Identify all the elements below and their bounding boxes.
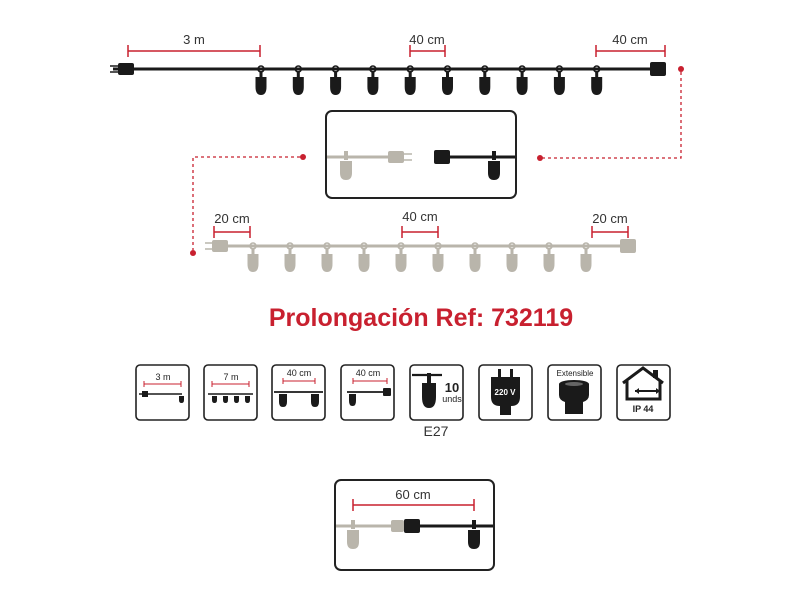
extension-bulbs <box>247 242 592 272</box>
top-plug-left-icon <box>110 63 134 75</box>
extension-bulb-icon <box>395 242 407 272</box>
top-spacing-label: 40 cm <box>409 32 444 47</box>
bottom-detail-label: 60 cm <box>395 487 430 502</box>
connection-detail <box>325 110 517 199</box>
top-bulb-icon <box>553 65 565 95</box>
top-bulb-icon <box>442 65 453 95</box>
extensible-icon: Extensible <box>547 364 602 421</box>
extension-bulb-icon <box>284 242 296 272</box>
bulb-type-caption: E27 <box>424 423 449 439</box>
extension-start-label: 20 cm <box>214 211 249 226</box>
gray-plug-icon <box>388 151 412 163</box>
product-title: Prolongación Ref: 732119 <box>269 304 573 332</box>
bottom-detail: 60 cm <box>334 479 495 571</box>
end-length-label: 40 cm <box>356 368 381 378</box>
top-string: 3 m 40 cm 40 cm <box>110 32 666 95</box>
extension-bulb-icon <box>580 242 592 272</box>
dark-socket-icon <box>434 150 450 164</box>
extension-connector-right-icon <box>620 239 636 253</box>
extension-end-label: 20 cm <box>592 211 627 226</box>
extensible-label: Extensible <box>557 369 594 378</box>
extension-bulb-icon <box>469 242 481 272</box>
top-bulb-icon <box>367 65 379 95</box>
bulb-count-unit: unds <box>442 394 462 404</box>
extension-spacing-label: 40 cm <box>402 209 437 224</box>
voltage-icon: 220 V <box>478 364 533 421</box>
top-bulb-icon <box>404 65 416 95</box>
bulb-spacing-label: 40 cm <box>287 368 312 378</box>
top-spacing-dimension: 40 cm <box>409 32 446 57</box>
end-length-icon: 40 cm <box>340 364 395 421</box>
bottom-dark-socket-icon <box>404 519 420 533</box>
extension-plug-left-icon <box>205 240 228 252</box>
bottom-gray-plug-icon <box>391 520 404 532</box>
top-bulb-icon <box>330 65 342 95</box>
top-lead-dimension: 3 m <box>127 32 261 57</box>
top-bulb-icon <box>292 65 304 95</box>
extension-bulb-icon <box>358 242 370 272</box>
top-bulb-icon <box>255 65 267 95</box>
extension-spacing-dimension: 40 cm <box>401 209 439 238</box>
top-end-label: 40 cm <box>612 32 647 47</box>
bottom-dark-bulb-icon <box>468 520 480 549</box>
dark-bulb-icon <box>488 151 500 180</box>
top-end-dimension: 40 cm <box>595 32 666 57</box>
bottom-gray-bulb-icon <box>347 520 359 549</box>
total-length-label: 7 m <box>223 372 238 382</box>
bulb-count-icon: 10 unds <box>409 364 464 421</box>
top-bulb-icon <box>591 65 603 95</box>
top-lead-label: 3 m <box>183 32 205 47</box>
gray-bulb-icon <box>340 151 352 180</box>
extension-start-dimension: 20 cm <box>213 211 251 238</box>
extension-string: 20 cm 40 cm 20 cm <box>205 209 636 272</box>
top-bulbs <box>255 65 603 95</box>
feature-icons: 3 m 7 m 40 cm <box>135 364 671 439</box>
bulb-spacing-icon: 40 cm <box>271 364 326 421</box>
top-connector-right-icon <box>650 62 666 76</box>
extension-bulb-icon <box>247 242 259 272</box>
bulb-count-number: 10 <box>445 380 459 395</box>
voltage-label: 220 V <box>495 388 517 397</box>
extension-end-dimension: 20 cm <box>591 211 629 238</box>
lead-length-label: 3 m <box>155 372 170 382</box>
ip-rating-icon: IP 44 <box>616 364 671 421</box>
extension-bulb-icon <box>506 242 518 272</box>
top-bulb-icon <box>516 65 528 95</box>
top-bulb-icon <box>479 65 491 95</box>
ip-rating-label: IP 44 <box>633 404 654 414</box>
extension-bulb-icon <box>432 242 444 272</box>
extension-bulb-icon <box>321 242 333 272</box>
connection-guides <box>190 66 684 256</box>
total-length-icon: 7 m <box>203 364 258 421</box>
lead-length-icon: 3 m <box>135 364 190 421</box>
extension-bulb-icon <box>543 242 555 272</box>
